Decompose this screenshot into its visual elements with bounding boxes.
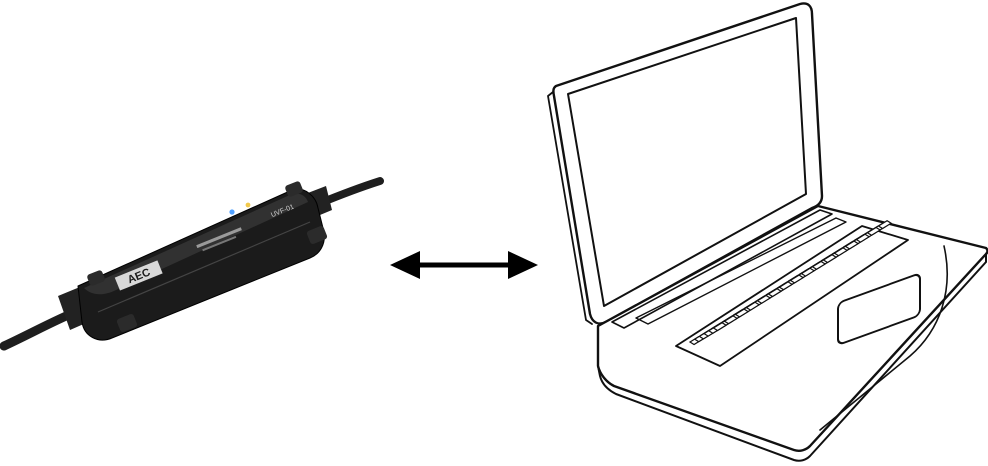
device-led-blue bbox=[229, 209, 234, 214]
bidirectional-arrow bbox=[390, 251, 538, 279]
usb-sensor-device: AEC UVF-01 bbox=[4, 180, 380, 346]
arrow-head-left bbox=[390, 251, 420, 279]
laptop-illustration bbox=[548, 3, 988, 460]
device-led-yellow bbox=[246, 203, 251, 208]
arrow-head-right bbox=[508, 251, 538, 279]
